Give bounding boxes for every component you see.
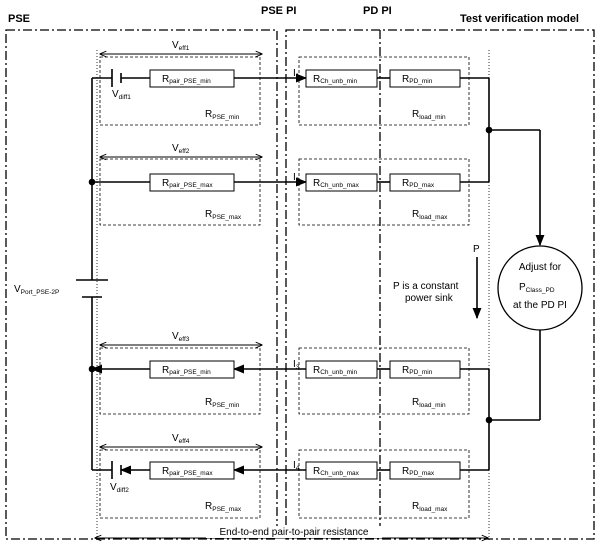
rpse-label-3: RPSE_min: [205, 397, 240, 409]
rpd-label-4: RPD_max: [402, 466, 435, 477]
rpair-label-2: Rpair_PSE_max: [162, 178, 213, 189]
rch-unb-min-resistor-3: [305, 360, 378, 379]
power-sink-text-1: P is a constant: [393, 281, 459, 292]
veff4-label: Veff4: [172, 433, 190, 445]
power-arrow-label: P: [473, 244, 480, 255]
rpair-label-3: Rpair_PSE_min: [162, 365, 211, 376]
i1-label: I1: [293, 68, 300, 80]
end-to-end-label: End-to-end pair-to-pair resistance: [220, 527, 369, 538]
pd-box-2: [298, 158, 470, 226]
i2-label: I2: [293, 172, 300, 184]
test-verification-model-header: Test verification model: [460, 13, 579, 25]
rpd-label-3: RPD_min: [402, 365, 433, 376]
end-to-end-label-bg: [206, 526, 382, 538]
rpd-max-resistor-4: [389, 461, 461, 480]
rch-label-1: RCh_unb_min: [313, 74, 357, 85]
rch-unb-max-resistor-2: [305, 173, 378, 192]
rload-label-2: Rload_max: [412, 209, 448, 221]
group-labels: RPSE_min Rload_min RPSE_max Rload_max RP…: [205, 109, 448, 513]
vdiff1-label: Vdiff1: [112, 89, 131, 101]
i3-label: I3: [293, 359, 300, 371]
veff2-label: Veff2: [172, 143, 190, 155]
circle-text-2: PClass_PD: [519, 282, 555, 294]
rload-label-3: Rload_min: [412, 397, 446, 409]
rch-label-3: RCh_unb_min: [313, 365, 357, 376]
pd-box-1: [298, 56, 470, 126]
rpair-pse-min-resistor-1: [149, 69, 235, 88]
i4-label: I4: [293, 460, 300, 472]
vdiff2-label: Vdiff2: [110, 482, 129, 494]
pd-box-3: [298, 347, 470, 415]
rpd-min-resistor-1: [389, 69, 461, 88]
rch-unb-max-resistor-4: [305, 461, 378, 480]
rch-label-2: RCh_unb_max: [313, 178, 360, 189]
rpd-min-resistor-3: [389, 360, 461, 379]
resistor-labels: Rpair_PSE_min RCh_unb_min RPD_min Rpair_…: [162, 74, 435, 477]
branch-wires: [90, 69, 545, 479]
rpair-pse-max-resistor-4: [149, 461, 235, 480]
rpse-label-4: RPSE_max: [205, 501, 242, 513]
rpair-label-1: Rpair_PSE_min: [162, 74, 211, 85]
junction-dot: [485, 416, 493, 424]
adjust-power-circle: [497, 245, 583, 331]
pse-header: PSE: [8, 13, 30, 25]
rch-unb-min-resistor-1: [305, 69, 378, 88]
rload-label-4: Rload_max: [412, 501, 448, 513]
power-sink-text-2: power sink: [405, 293, 454, 304]
rpd-label-2: RPD_max: [402, 178, 435, 189]
pd-box-4: [298, 449, 470, 519]
rch-label-4: RCh_unb_max: [313, 466, 360, 477]
resistors: [149, 69, 461, 480]
circle-text-1: Adjust for: [519, 262, 562, 273]
rpair-label-4: Rpair_PSE_max: [162, 466, 213, 477]
junction-dot: [485, 126, 493, 134]
left-bus: [76, 78, 108, 470]
circle-text-3: at the PD PI: [513, 300, 567, 311]
rpd-max-resistor-2: [389, 173, 461, 192]
pse-region-box: [5, 29, 278, 540]
veff-dimension-lines: [100, 54, 262, 447]
veff3-label: Veff3: [172, 331, 190, 343]
rpair-pse-max-resistor-2: [149, 173, 235, 192]
veff1-label: Veff1: [172, 40, 190, 52]
rpair-pse-min-resistor-3: [149, 360, 235, 379]
rpd-label-1: RPD_min: [402, 74, 433, 85]
vport-label: VPort_PSE-2P: [14, 284, 59, 296]
rpse-label-1: RPSE_min: [205, 109, 240, 121]
rpse-label-2: RPSE_max: [205, 209, 242, 221]
pd-pi-header: PD PI: [363, 5, 392, 17]
pse-pi-header: PSE PI: [261, 5, 296, 17]
rload-label-1: Rload_min: [412, 109, 446, 121]
